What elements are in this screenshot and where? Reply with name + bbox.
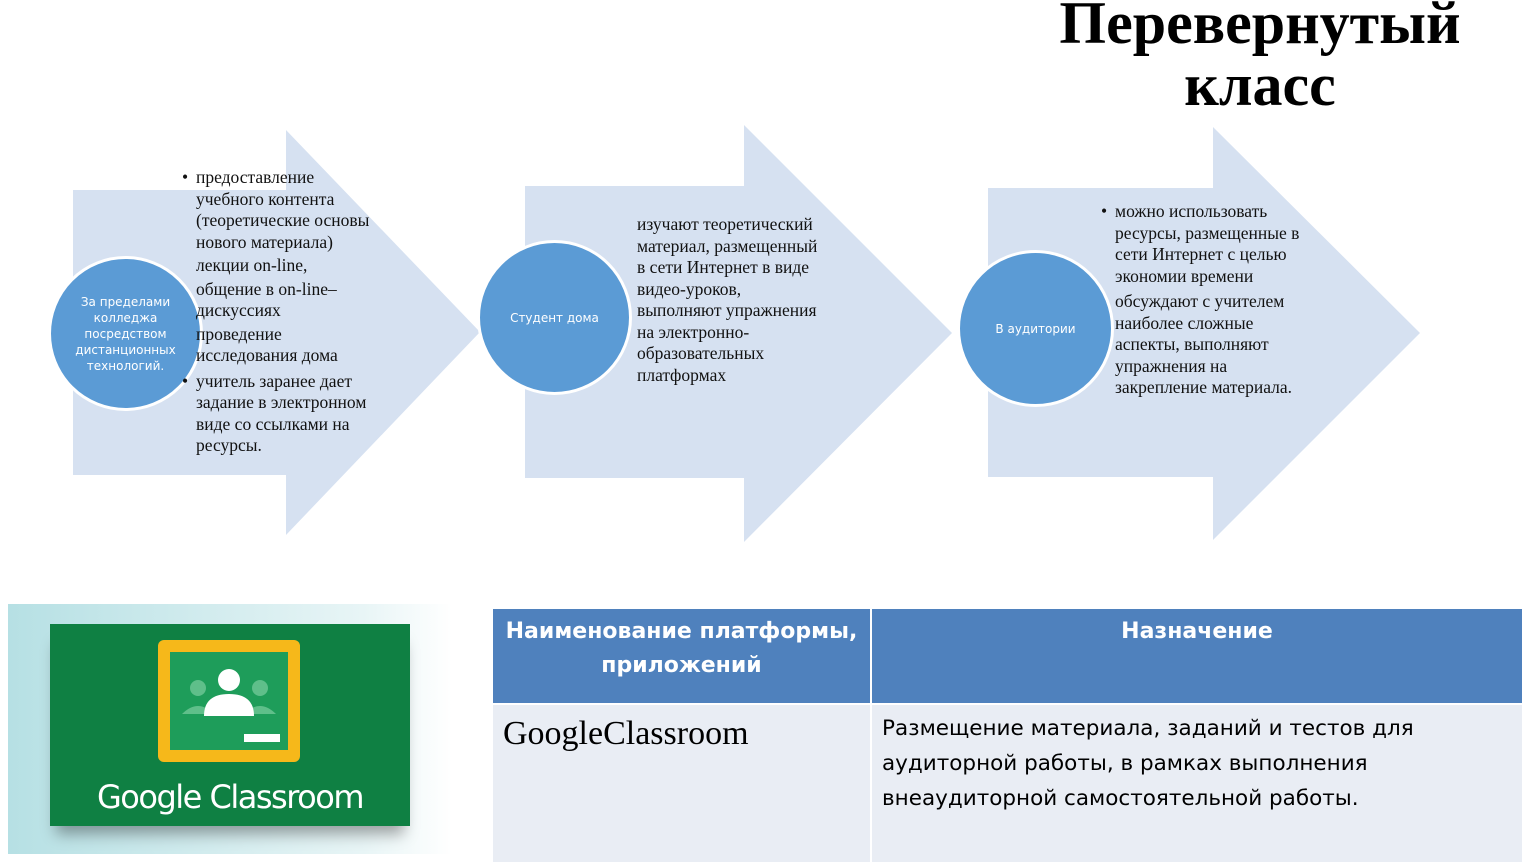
table-header-row: Наименование платформы, приложений Назна…	[491, 607, 1524, 705]
title-line-2: класс	[1184, 52, 1336, 118]
arrow-shape-3	[988, 127, 1420, 540]
step-circle-student-home: Студент дома	[477, 240, 632, 395]
step-3-details: можно использовать ресурсы, размещенные …	[1101, 201, 1305, 399]
logo-card: Google Classroom	[50, 624, 410, 826]
platforms-table: Наименование платформы, приложений Назна…	[491, 607, 1524, 864]
google-classroom-logo: Google Classroom	[8, 604, 452, 854]
classroom-board-icon	[158, 640, 300, 762]
column-header-purpose: Назначение	[870, 607, 1524, 705]
detail-item: изучают теоретический материал, размещен…	[637, 214, 818, 385]
detail-item: учитель заранее дает задание в электронн…	[182, 371, 381, 457]
table-row: GoogleClassroom Размещение материала, за…	[491, 703, 1524, 864]
slide-title: Перевернутый класс	[1000, 0, 1520, 116]
step-label: За пределами колледжа посредством дистан…	[75, 294, 176, 373]
detail-item: общение в on-line–дискуссиях	[196, 278, 337, 321]
detail-item: обсуждают с учителем наиболее сложные ас…	[1115, 291, 1293, 397]
platform-name-cell: GoogleClassroom	[491, 703, 872, 864]
step-label: Студент дома	[510, 310, 599, 325]
detail-item: проведение исследования дома	[196, 323, 338, 366]
arrow-shape-2	[525, 125, 952, 542]
step-circle-outside-college: За пределами колледжа посредством дистан…	[48, 256, 203, 411]
platform-purpose-cell: Размещение материала, заданий и тестов д…	[870, 703, 1524, 864]
step-circle-classroom: В аудитории	[957, 250, 1114, 407]
step-1-details: предоставление учебного контента (теорет…	[182, 167, 381, 457]
title-line-1: Перевернутый	[1059, 0, 1461, 56]
logo-text: Google Classroom	[97, 778, 364, 816]
column-header-platform: Наименование платформы, приложений	[491, 607, 872, 705]
detail-item: предоставление учебного контента (теорет…	[182, 167, 381, 253]
step-2-details: изучают теоретический материал, размещен…	[637, 214, 827, 386]
detail-item: лекции on-line,	[196, 255, 308, 275]
step-label: В аудитории	[995, 321, 1076, 336]
detail-item: можно использовать ресурсы, размещенные …	[1101, 201, 1305, 287]
